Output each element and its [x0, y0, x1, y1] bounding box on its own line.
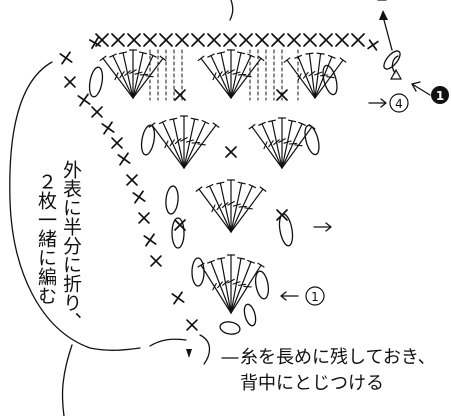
single-crochet-mark [159, 33, 173, 47]
single-crochet-mark [132, 190, 146, 204]
double-crochet-fan [197, 254, 265, 314]
single-crochet-mark [225, 146, 237, 158]
chain-stitch-oval [171, 217, 185, 249]
row4-circle [389, 93, 409, 113]
row1-number: 1 [311, 290, 319, 304]
end-instruction-line1: 糸を長めに残しておき、 [240, 347, 436, 368]
single-crochet-mark [111, 137, 123, 149]
single-crochet-mark [117, 152, 131, 166]
row4-arrowhead [380, 98, 387, 108]
single-crochet-mark [367, 39, 379, 51]
chain-stitch-oval [219, 321, 241, 335]
double-crochet-fan [283, 52, 347, 99]
yarn-tail-top [229, 0, 234, 21]
chain-stitch-oval [88, 66, 104, 98]
single-crochet-mark [91, 106, 103, 118]
single-crochet-mark [174, 219, 186, 231]
single-crochet-mark [111, 33, 125, 47]
fold-bracket-tail [61, 344, 73, 416]
start-arrowhead [379, 10, 388, 20]
single-crochet-mark [174, 89, 186, 101]
row1-arrowhead [280, 291, 287, 301]
single-crochet-mark [191, 33, 205, 47]
start-arrow-line [411, 83, 431, 96]
single-crochet-mark [88, 36, 102, 50]
chain-stitch-oval [191, 257, 205, 287]
single-crochet-mark [175, 33, 189, 47]
row4-number: 4 [395, 97, 403, 111]
chain-stitch-oval [383, 50, 401, 70]
single-crochet-mark [171, 291, 185, 305]
bracket-join [149, 338, 187, 347]
single-crochet-mark [207, 33, 221, 47]
single-crochet-mark [276, 89, 288, 101]
start-curve [391, 55, 399, 74]
chain-stitch-oval [140, 124, 156, 156]
single-crochet-mark [239, 33, 253, 47]
start-line [383, 19, 393, 51]
single-crochet-mark [77, 93, 91, 107]
single-crochet-mark [276, 209, 288, 221]
start-number-circle [431, 86, 449, 104]
start-number: 1 [436, 89, 444, 103]
bottom-arrowhead [186, 349, 192, 358]
chain-stitch-oval [304, 124, 320, 156]
single-crochet-mark [186, 319, 198, 331]
double-crochet-fan [99, 49, 167, 99]
single-crochet-mark [143, 33, 157, 47]
single-crochet-mark [287, 33, 301, 47]
end-instruction-line2: 背中にとじつける [240, 373, 384, 394]
chain-stitch-oval [254, 270, 270, 300]
single-crochet-mark [255, 33, 269, 47]
fold-instruction-line1: 外表に半分に折り、 [60, 160, 82, 331]
chain-stitch-oval [322, 64, 338, 96]
single-crochet-mark [126, 174, 138, 186]
start-triangle [389, 68, 403, 80]
chain-stitch-oval [243, 303, 257, 327]
single-crochet-mark [150, 255, 162, 267]
single-crochet-mark [319, 33, 333, 47]
double-crochet-fan [248, 117, 316, 169]
row-arrow-mid-head [325, 222, 332, 232]
single-crochet-mark [138, 212, 150, 224]
start-arrow-head [411, 81, 421, 92]
single-crochet-mark [271, 33, 285, 47]
single-crochet-mark [143, 233, 157, 247]
chain-stitch-oval [165, 185, 179, 215]
single-crochet-mark [64, 76, 76, 88]
single-crochet-mark [127, 33, 141, 47]
fold-bracket [9, 61, 141, 351]
double-crochet-fan [195, 179, 267, 233]
bottom-tail [199, 334, 211, 365]
fold-instruction-line2: ２枚一緒に編む [35, 172, 57, 305]
single-crochet-mark [101, 121, 115, 135]
double-crochet-fan [197, 49, 265, 99]
single-crochet-mark [335, 33, 349, 47]
single-crochet-mark [351, 33, 365, 47]
single-crochet-mark [59, 51, 73, 65]
single-crochet-mark [303, 33, 317, 47]
double-crochet-fan [148, 115, 220, 169]
single-crochet-mark [223, 33, 237, 47]
row1-circle [305, 286, 325, 306]
